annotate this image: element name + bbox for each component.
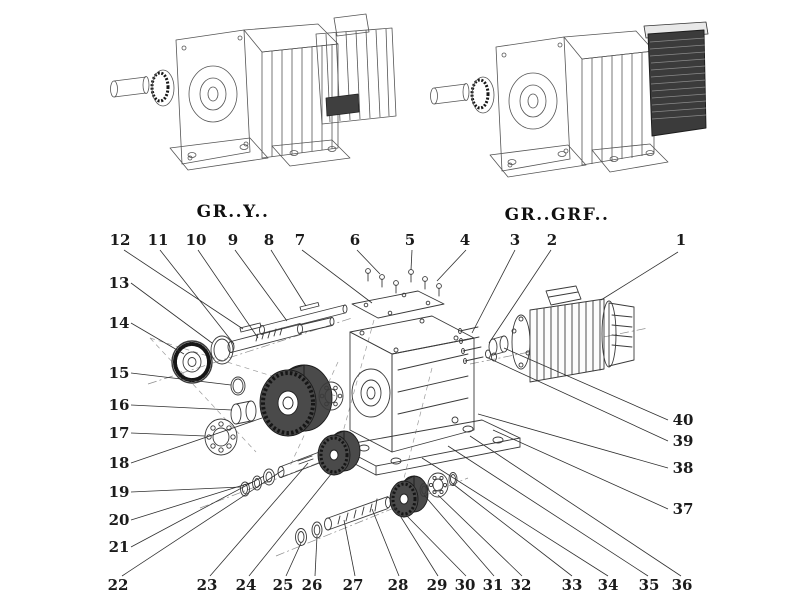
- model-label-gr-grf: GR..GRF..: [505, 205, 610, 225]
- gearmotor-assembled-gr-grf: [430, 21, 709, 178]
- callout-31: 31: [483, 576, 504, 594]
- callout-38: 38: [673, 459, 694, 477]
- mounting-feet-right-machine: [489, 143, 669, 178]
- washer-output: [419, 483, 429, 497]
- callout-8: 8: [264, 231, 274, 249]
- gear-output-stage: [389, 475, 429, 518]
- housing-cover-plate: [351, 290, 445, 319]
- callout-1: 1: [676, 231, 686, 249]
- callout-numbers: 12 11 10 9 8 7 6 5 4 3 2 1 13 14 15 16 1…: [108, 231, 694, 594]
- output-shaft-right-machine: [430, 76, 495, 114]
- callout-39: 39: [673, 432, 694, 450]
- end-washer-1: [295, 528, 307, 546]
- exploded-view: [147, 268, 649, 557]
- gearmotor-assembled-gr-y: [110, 13, 397, 171]
- callout-15: 15: [109, 364, 130, 382]
- callout-14: 14: [109, 314, 130, 332]
- callout-13: 13: [109, 274, 130, 292]
- gear-second-stage: [259, 364, 333, 437]
- callout-12: 12: [110, 231, 131, 249]
- callout-40: 40: [673, 411, 694, 429]
- end-washer-2: [311, 521, 323, 539]
- callout-10: 10: [186, 231, 207, 249]
- callout-29: 29: [427, 576, 448, 594]
- input-shaft-upper: [259, 304, 348, 335]
- callout-28: 28: [388, 576, 409, 594]
- gear-housing-body-left-machine: [243, 23, 339, 159]
- input-pinion: [488, 335, 509, 356]
- ball-bearing-small: [427, 472, 449, 498]
- callout-35: 35: [639, 576, 660, 594]
- ball-bearing-large: [204, 418, 238, 456]
- callout-18: 18: [109, 454, 130, 472]
- callout-9: 9: [228, 231, 238, 249]
- callout-21: 21: [109, 538, 130, 556]
- front-housing-plate-right-machine: [495, 36, 571, 172]
- intermediate-shaft-upper: [227, 317, 335, 353]
- callout-19: 19: [109, 483, 130, 501]
- gear-first-stage: [317, 430, 361, 476]
- callout-37: 37: [673, 500, 694, 518]
- mounting-feet-left-machine: [169, 137, 351, 171]
- toothed-ring: [171, 340, 213, 384]
- seal-ring: [210, 335, 234, 365]
- motor-stud-bolts: [458, 326, 497, 364]
- shaft-key-right: [299, 302, 320, 311]
- callout-16: 16: [109, 396, 130, 414]
- spacer-ring: [230, 376, 246, 396]
- callout-23: 23: [197, 576, 218, 594]
- gearbox-housing: [349, 315, 475, 453]
- callout-20: 20: [109, 511, 130, 529]
- ball-bearing-medium: [318, 381, 344, 411]
- callout-26: 26: [302, 576, 323, 594]
- callout-2: 2: [547, 231, 557, 249]
- callout-17: 17: [109, 424, 130, 442]
- model-label-gr-y: GR..Y..: [197, 202, 270, 222]
- callout-24: 24: [236, 576, 257, 594]
- cover-bolts: [365, 268, 442, 297]
- sleeve-bushing: [230, 400, 257, 425]
- leader-lines: [121, 249, 682, 577]
- callout-4: 4: [460, 231, 470, 249]
- output-shaft-left-machine: [110, 69, 175, 107]
- callout-22: 22: [108, 576, 129, 594]
- callout-30: 30: [455, 576, 476, 594]
- front-housing-plate-left-machine: [175, 29, 251, 165]
- callout-11: 11: [148, 231, 169, 249]
- callout-32: 32: [511, 576, 532, 594]
- motor-left-machine: [315, 13, 397, 125]
- callout-36: 36: [672, 576, 693, 594]
- callout-5: 5: [405, 231, 415, 249]
- finned-cover-block-right-machine: [643, 21, 709, 137]
- callout-34: 34: [598, 576, 619, 594]
- callout-33: 33: [562, 576, 583, 594]
- electric-motor: [511, 285, 635, 383]
- mounting-foot-plate: [337, 419, 521, 476]
- callout-27: 27: [343, 576, 364, 594]
- callout-6: 6: [350, 231, 360, 249]
- callout-3: 3: [510, 231, 520, 249]
- output-splined-shaft: [324, 496, 391, 531]
- callout-25: 25: [273, 576, 294, 594]
- callout-7: 7: [295, 231, 305, 249]
